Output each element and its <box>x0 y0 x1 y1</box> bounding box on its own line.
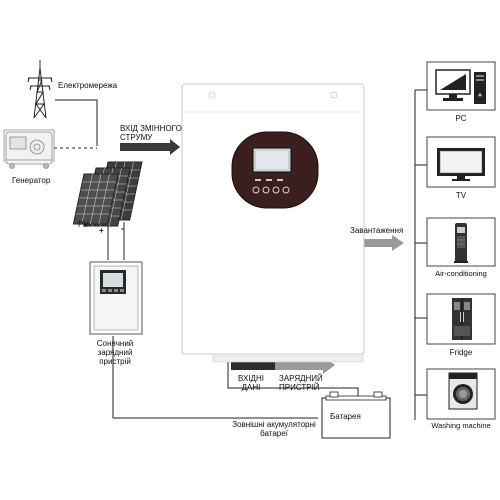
tv-icon <box>437 148 485 181</box>
load-label: Завантаження <box>350 226 404 235</box>
pc-icon <box>435 69 486 104</box>
external-batteries-label-line2: батареї <box>260 429 288 439</box>
wiring <box>30 89 427 420</box>
pv-label: PV <box>78 220 89 229</box>
load-fridge-label: Fridge <box>449 348 473 357</box>
ac-input-label-line2: СТРУМУ <box>120 133 153 143</box>
input-data-label: ВХІДНІ ДАНІ <box>229 374 273 392</box>
solar-charge-controller <box>89 261 143 335</box>
tv-device <box>426 136 496 188</box>
grid-label: Електромережа <box>58 81 118 90</box>
inverter-display-panel <box>231 131 319 209</box>
ac-input-label-line1: ВХІД ЗМІННОГО <box>120 124 182 133</box>
washing-machine-icon <box>448 372 478 410</box>
fridge-icon <box>452 298 472 340</box>
pv-plus-label: + <box>99 226 104 235</box>
external-batteries-label: Зовнішні акумуляторні батареї <box>222 420 326 438</box>
battery-label: Батарея <box>330 412 361 421</box>
generator-label: Генератор <box>12 176 51 185</box>
air-conditioner-icon <box>454 223 468 263</box>
pv-minus-label: - <box>121 224 124 233</box>
solar-charger-label-line3: пристрій <box>99 357 131 367</box>
washing-machine-device <box>426 368 496 420</box>
ac-input-arrow <box>120 139 180 155</box>
load-washing-machine-label: Washing machine <box>431 421 491 430</box>
charger-label: ЗАРЯДНИЙ ПРИСТРІЙ <box>279 374 339 392</box>
solar-panel-icon <box>72 161 143 227</box>
solar-charger-label-line2: зарядний <box>97 348 133 358</box>
load-pc-label: PC <box>455 114 467 123</box>
external-batteries-label-line1: Зовнішні акумуляторні <box>232 420 316 429</box>
inverter-unit <box>181 83 365 363</box>
fridge-device <box>426 293 496 345</box>
charger-label-line2: ПРИСТРІЙ <box>279 383 320 393</box>
load-air-conditioning-label: Air-conditioning <box>435 269 487 278</box>
load-tv-label: TV <box>455 191 467 200</box>
input-data-label-line2: ДАНІ <box>241 383 261 393</box>
solar-charger-label-line1: Сонячний <box>96 339 134 348</box>
load-output-arrow <box>352 235 404 251</box>
power-tower-icon <box>27 60 53 119</box>
solar-charger-label: Сонячний зарядний пристрій <box>95 339 135 367</box>
input-data-label-line1: ВХІДНІ <box>238 374 264 383</box>
generator-icon <box>3 129 55 169</box>
charger-label-line1: ЗАРЯДНИЙ <box>279 374 323 383</box>
pc-device <box>426 61 496 111</box>
air-conditioning-device <box>426 217 496 267</box>
battery-icon <box>321 391 391 439</box>
ac-input-label: ВХІД ЗМІННОГО СТРУМУ <box>120 124 200 142</box>
